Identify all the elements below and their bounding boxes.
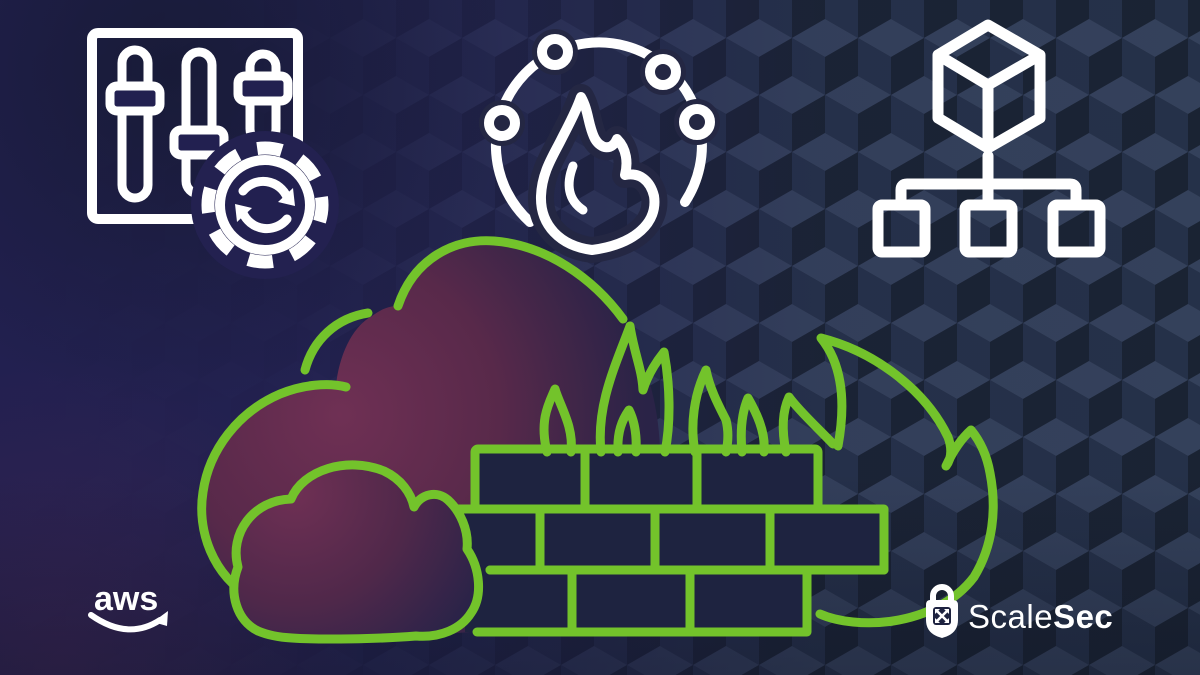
scalesec-wordmark-scale: Scale bbox=[968, 598, 1053, 635]
orbit-node-icon bbox=[645, 54, 681, 90]
small-cloud bbox=[229, 460, 484, 644]
aws-wordmark: aws bbox=[94, 580, 158, 618]
big-cloud-left-lobe-outline bbox=[197, 380, 351, 603]
flame-tongue-3 bbox=[688, 365, 733, 457]
flame-tongue-1 bbox=[539, 384, 576, 457]
flame-tongue-inner bbox=[613, 405, 641, 457]
hierarchy-node-right bbox=[1047, 199, 1106, 258]
hierarchy-node-left bbox=[872, 199, 931, 258]
aws-logo: aws bbox=[88, 580, 168, 633]
slider-handle-2 bbox=[169, 125, 229, 160]
big-cloud-mid-lobe-outline bbox=[300, 308, 373, 375]
big-cloud-top-lobe-outline bbox=[393, 236, 628, 324]
scalesec-logo: ScaleSec bbox=[926, 584, 1113, 638]
brick-firewall bbox=[430, 444, 889, 637]
orbit-nodes bbox=[479, 29, 720, 146]
slider-handle-1 bbox=[105, 81, 165, 116]
orbit-node-icon bbox=[484, 105, 520, 141]
slider-handle-3 bbox=[233, 71, 293, 106]
brick-row-middle-joints bbox=[535, 504, 775, 575]
hierarchy-connector bbox=[895, 150, 1082, 211]
orbit-node-icon bbox=[679, 104, 715, 140]
scalesec-lock-icon bbox=[926, 584, 958, 638]
flame-tongue-5 bbox=[778, 392, 838, 457]
orbit-node-icon bbox=[537, 34, 573, 70]
flame-tongue-4 bbox=[736, 393, 769, 457]
sync-arrows-icon bbox=[235, 176, 295, 234]
cube-hierarchy-icon bbox=[872, 19, 1106, 258]
slider-track-1 bbox=[117, 45, 153, 203]
cube-icon bbox=[932, 19, 1046, 154]
brick-row-top-joints bbox=[580, 444, 702, 514]
scalesec-wordmark-sec: Sec bbox=[1053, 598, 1113, 635]
flame-tongue-main bbox=[595, 321, 674, 457]
sync-gear-icon bbox=[191, 131, 339, 279]
settings-sync-icon bbox=[87, 28, 339, 279]
scalesec-wordmark: ScaleSec bbox=[968, 598, 1113, 635]
fire-network-icon bbox=[479, 29, 720, 263]
brick-row-bottom-joints bbox=[567, 565, 695, 637]
flame-icon bbox=[528, 84, 668, 263]
hierarchy-node-middle bbox=[959, 199, 1018, 258]
amazon-smile-arrow-icon bbox=[88, 611, 168, 633]
